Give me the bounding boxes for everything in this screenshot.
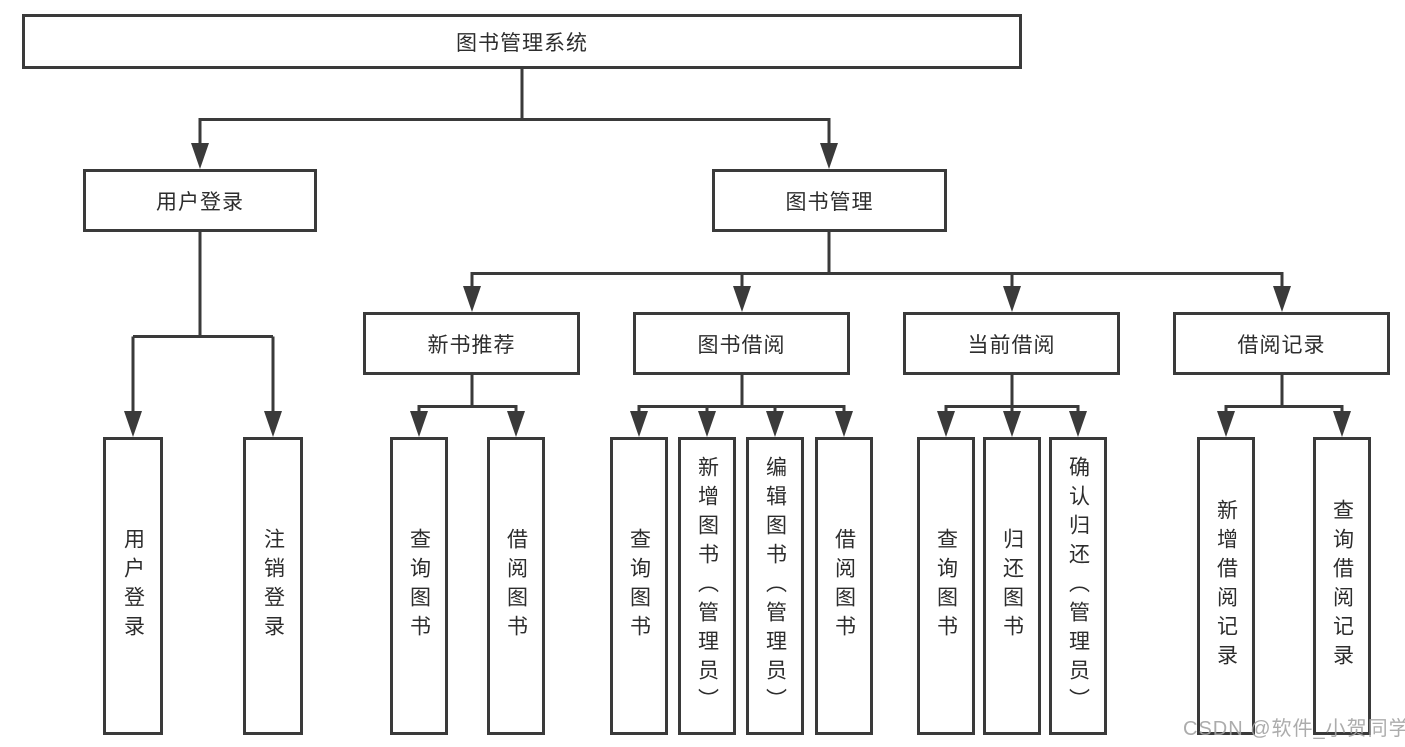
arrowhead [630,411,648,437]
node-label: 新增借阅记录 [1214,499,1238,673]
connector-new-book-rec-to-leaves [410,375,525,437]
node-user-login: 用户登录 [83,169,317,232]
node-label: 查询图书 [934,528,958,644]
node-book-borrowing: 图书借阅 [633,312,850,375]
node-label: 新增图书（管理员） [695,455,719,717]
node-label: 查询图书 [627,528,651,644]
node-new-book-recommendation: 新书推荐 [363,312,580,375]
node-label: 借阅图书 [504,528,528,644]
arrowhead [124,411,142,437]
arrowhead [1333,411,1351,437]
node-return-books: 归还图书 [983,437,1041,735]
node-book-management: 图书管理 [712,169,947,232]
node-user-login-action: 用户登录 [103,437,163,735]
arrowhead [1217,411,1235,437]
arrowhead [1003,286,1021,312]
arrowhead [410,411,428,437]
watermark: CSDN @软件_小贺同学 [1183,718,1405,740]
node-library-management-system: 图书管理系统 [22,14,1022,69]
node-query-books-recommend: 查询图书 [390,437,448,735]
arrowhead [1003,411,1021,437]
node-label: 编辑图书（管理员） [763,455,787,717]
arrowhead [937,411,955,437]
node-query-books-current: 查询图书 [917,437,975,735]
arrowhead [1069,411,1087,437]
node-label: 查询图书 [407,528,431,644]
node-label: 注销登录 [261,528,285,644]
node-label: 确认归还（管理员） [1066,455,1090,717]
arrowhead [463,286,481,312]
connector-current-borrow-to-leaves [937,375,1087,437]
connector-borrow-records-to-leaves [1217,375,1351,437]
connector-book-mgmt-to-level3 [463,232,1291,312]
node-label: 图书管理 [785,190,874,214]
connector-book-borrow-to-leaves [630,375,853,437]
node-label: 新书推荐 [427,333,516,357]
node-label: 借阅图书 [832,528,856,644]
connector-root-to-level2 [191,69,838,169]
node-label: 用户登录 [156,190,244,214]
node-query-books: 查询图书 [610,437,668,735]
arrowhead [835,411,853,437]
node-label: 图书借阅 [697,333,786,357]
node-label: 查询借阅记录 [1330,499,1354,673]
connector-user-login-to-leaves [124,232,282,437]
node-borrow-books-recommend: 借阅图书 [487,437,545,735]
node-label: 图书管理系统 [456,31,588,55]
node-label: 借阅记录 [1237,333,1326,357]
arrowhead [820,143,838,169]
node-borrow-books: 借阅图书 [815,437,873,735]
node-borrowing-records: 借阅记录 [1173,312,1390,375]
node-edit-books-admin: 编辑图书（管理员） [746,437,804,735]
node-query-borrow-record: 查询借阅记录 [1313,437,1371,735]
arrowhead [507,411,525,437]
node-add-books-admin: 新增图书（管理员） [678,437,736,735]
arrowhead [191,143,209,169]
node-confirm-return-admin: 确认归还（管理员） [1049,437,1107,735]
node-add-borrow-record: 新增借阅记录 [1197,437,1255,735]
arrowhead [264,411,282,437]
node-label: 用户登录 [121,528,145,644]
arrowhead [698,411,716,437]
node-label: 当前借阅 [967,333,1056,357]
arrowhead [1273,286,1291,312]
node-current-borrowing: 当前借阅 [903,312,1120,375]
arrowhead [733,286,751,312]
node-logout: 注销登录 [243,437,303,735]
arrowhead [766,411,784,437]
node-label: 归还图书 [1000,528,1024,644]
